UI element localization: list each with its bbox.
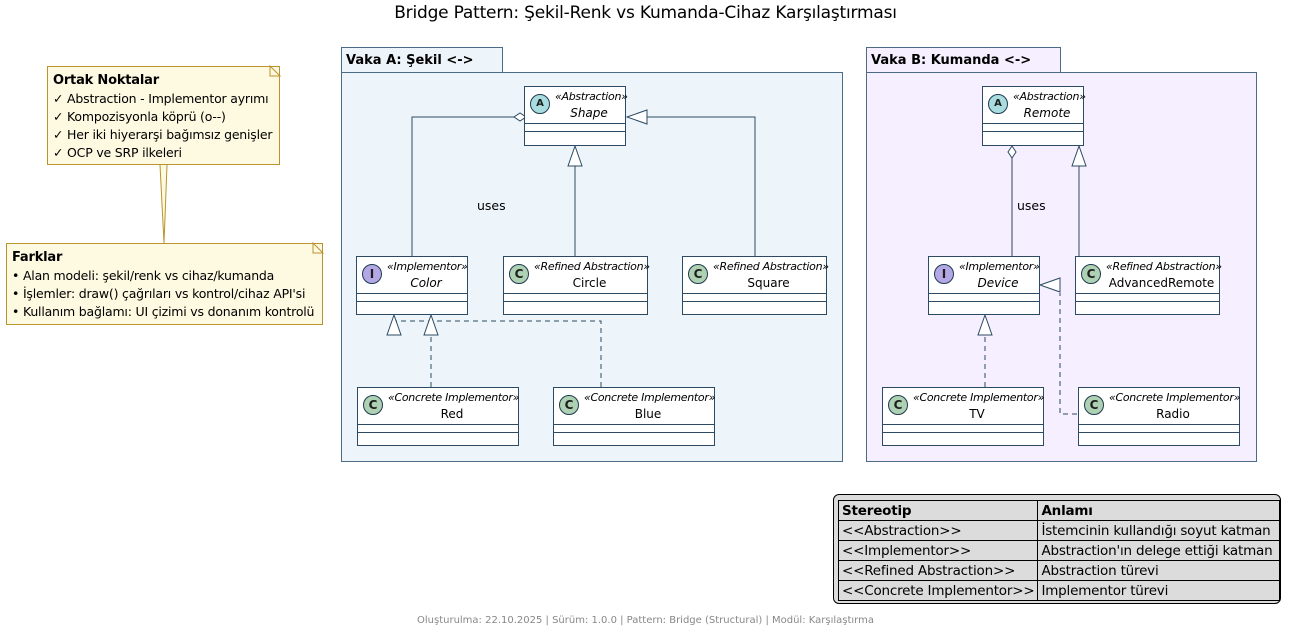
arrowhead-blue-color bbox=[386, 313, 402, 336]
interface-icon: I bbox=[362, 264, 382, 284]
class-icon: C bbox=[688, 264, 708, 284]
arrowhead-red-color bbox=[423, 313, 439, 336]
class-stereotype: «Refined Abstraction» bbox=[1106, 260, 1222, 273]
package-b-tab: Vaka B: Kumanda <-> Cihaz bbox=[866, 47, 1061, 94]
note-line: • Kullanım bağlamı: UI çizimi vs donanım… bbox=[12, 304, 315, 319]
stereotype-legend: Stereotip Anlamı <<Abstraction>> İstemci… bbox=[833, 494, 1281, 604]
class-stereotype: «Concrete Implementor» bbox=[388, 391, 520, 404]
class-name: Square bbox=[747, 276, 790, 290]
note-line: ✓ Kompozisyonla köprü (o--) bbox=[53, 109, 226, 124]
arrowhead-circle-shape bbox=[567, 144, 583, 167]
arrowhead-radio-device bbox=[1038, 277, 1061, 293]
class-icon: C bbox=[559, 395, 579, 415]
class-circle[interactable]: C «Refined Abstraction» Circle bbox=[503, 256, 650, 315]
note-fold-corner bbox=[312, 241, 325, 254]
class-name: Blue bbox=[634, 407, 662, 421]
legend-cell: Abstraction türevi bbox=[1037, 560, 1280, 581]
class-color[interactable]: I «Implementor» Color bbox=[356, 256, 468, 315]
note-common-points: Ortak Noktalar ✓ Abstraction - Implement… bbox=[47, 66, 280, 165]
class-radio[interactable]: C «Concrete Implementor» Radio bbox=[1078, 387, 1240, 446]
legend-header: Stereotip bbox=[837, 500, 1039, 521]
class-square[interactable]: C «Refined Abstraction» Square bbox=[682, 256, 829, 315]
class-advanced-remote[interactable]: C «Refined Abstraction» AdvancedRemote bbox=[1075, 256, 1222, 315]
interface-icon: I bbox=[934, 264, 954, 284]
class-stereotype: «Refined Abstraction» bbox=[534, 260, 650, 273]
abstract-class-icon: A bbox=[530, 94, 550, 114]
note-fold-corner bbox=[269, 64, 282, 77]
package-a-tab: Vaka A: Şekil <-> Renk bbox=[341, 47, 503, 94]
class-name: Radio bbox=[1156, 407, 1190, 421]
class-name: AdvancedRemote bbox=[1108, 276, 1215, 290]
class-name: Red bbox=[440, 407, 464, 421]
legend-header: Anlamı bbox=[1037, 500, 1280, 521]
class-stereotype: «Implementor» bbox=[959, 260, 1040, 273]
note-line: ✓ Her iki hiyerarşi bağımsız genişler bbox=[53, 127, 273, 142]
note-line: ✓ OCP ve SRP ilkeleri bbox=[53, 145, 182, 160]
legend-cell: Implementor türevi bbox=[1037, 580, 1280, 601]
class-stereotype: «Abstraction» bbox=[1013, 90, 1086, 103]
aggregation-diamond-b bbox=[1007, 145, 1017, 159]
note-differences: Farklar • Alan modeli: şekil/renk vs cih… bbox=[6, 243, 323, 325]
note-line: • İşlemler: draw() çağrıları vs kontrol/… bbox=[12, 286, 306, 301]
note-title: Farklar bbox=[12, 250, 63, 265]
class-tv[interactable]: C «Concrete Implementor» TV bbox=[882, 387, 1044, 446]
class-icon: C bbox=[363, 395, 383, 415]
class-red[interactable]: C «Concrete Implementor» Red bbox=[357, 387, 519, 446]
class-name: TV bbox=[969, 407, 985, 421]
legend-cell: <<Concrete Implementor>> bbox=[837, 580, 1039, 601]
class-name: Shape bbox=[570, 106, 608, 120]
edge-shape-uses-color bbox=[411, 116, 514, 256]
class-stereotype: «Refined Abstraction» bbox=[713, 260, 829, 273]
class-stereotype: «Abstraction» bbox=[555, 90, 628, 103]
note-title: Ortak Noktalar bbox=[53, 73, 159, 88]
legend-cell: <<Refined Abstraction>> bbox=[837, 560, 1039, 581]
arrowhead-tv-device bbox=[977, 313, 993, 336]
class-icon: C bbox=[1081, 264, 1101, 284]
class-icon: C bbox=[1084, 395, 1104, 415]
legend-cell: İstemcinin kullandığı soyut katman bbox=[1037, 520, 1280, 541]
footer-text: Oluşturulma: 22.10.2025 | Sürüm: 1.0.0 |… bbox=[417, 615, 874, 626]
class-shape[interactable]: A «Abstraction» Shape bbox=[524, 86, 628, 146]
class-name: Color bbox=[410, 276, 442, 290]
abstract-class-icon: A bbox=[988, 94, 1008, 114]
class-remote[interactable]: A «Abstraction» Remote bbox=[982, 86, 1086, 146]
class-stereotype: «Concrete Implementor» bbox=[584, 391, 716, 404]
edge-label-uses-b: uses bbox=[1017, 198, 1046, 213]
class-stereotype: «Implementor» bbox=[387, 260, 468, 273]
aggregation-diamond-a bbox=[513, 112, 527, 122]
class-stereotype: «Concrete Implementor» bbox=[1109, 391, 1241, 404]
edge-label-uses-a: uses bbox=[477, 198, 506, 213]
note-line: ✓ Abstraction - Implementor ayrımı bbox=[53, 91, 269, 106]
note-line: • Alan modeli: şekil/renk vs cihaz/kuman… bbox=[12, 268, 275, 283]
arrowhead-square-shape bbox=[625, 109, 648, 125]
class-name: Device bbox=[977, 276, 1019, 290]
arrowhead-advanced-remote bbox=[1071, 144, 1087, 167]
legend-cell: <<Abstraction>> bbox=[837, 520, 1039, 541]
class-blue[interactable]: C «Concrete Implementor» Blue bbox=[553, 387, 715, 446]
class-device[interactable]: I «Implementor» Device bbox=[928, 256, 1040, 315]
diagram-title: Bridge Pattern: Şekil-Renk vs Kumanda-Ci… bbox=[394, 3, 897, 23]
class-icon: C bbox=[509, 264, 529, 284]
edge-square-extends-shape bbox=[647, 116, 756, 256]
legend-cell: <<Implementor>> bbox=[837, 540, 1039, 561]
legend-cell: Abstraction'ın delege ettiği katman bbox=[1037, 540, 1280, 561]
class-name: Remote bbox=[1023, 106, 1071, 120]
class-name: Circle bbox=[572, 276, 607, 290]
class-stereotype: «Concrete Implementor» bbox=[913, 391, 1045, 404]
class-icon: C bbox=[888, 395, 908, 415]
